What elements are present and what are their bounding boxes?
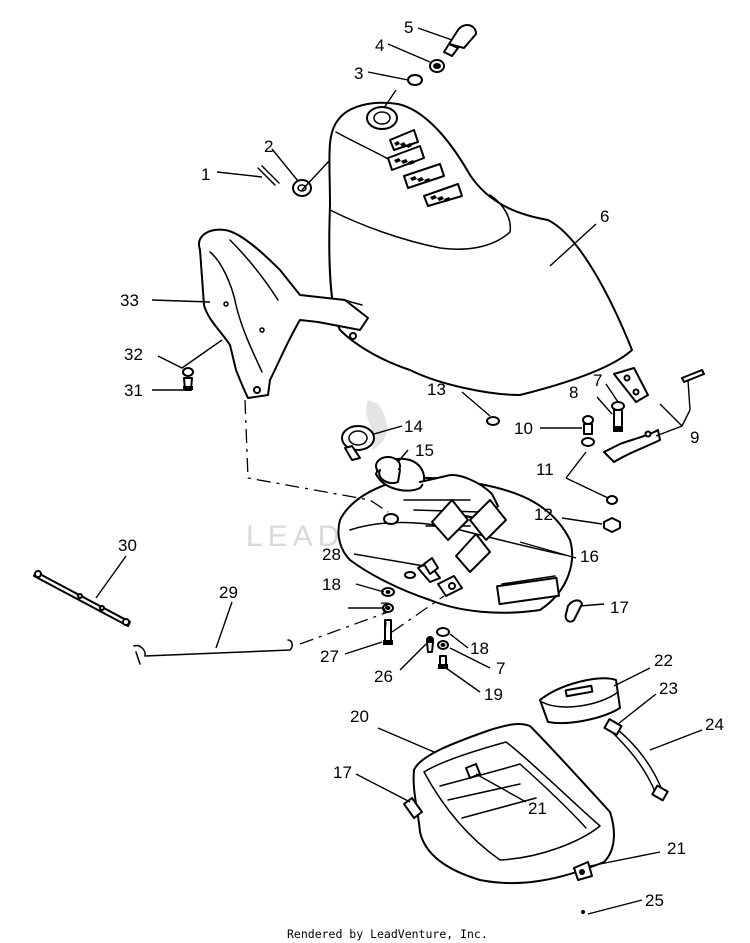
bumper-13[interactable] [486, 416, 500, 426]
callout-32: 32 [124, 345, 143, 364]
cable-23-24[interactable] [603, 718, 669, 802]
callout-12: 12 [534, 505, 553, 524]
callout-19: 19 [484, 685, 503, 704]
callout-31: 31 [124, 381, 143, 400]
hinge-bracket-9[interactable] [581, 367, 705, 533]
callout-3: 3 [354, 64, 363, 83]
callout-22: 22 [654, 651, 673, 670]
battery-22[interactable] [539, 677, 621, 724]
callout-6: 6 [600, 207, 609, 226]
callout-2: 2 [264, 137, 273, 156]
callout-21-outer: 21 [667, 839, 686, 858]
callout-5: 5 [404, 18, 413, 37]
rod-29[interactable] [133, 639, 293, 665]
callout-25: 25 [645, 891, 664, 910]
callout-14: 14 [404, 417, 423, 436]
rod-30[interactable] [33, 570, 131, 627]
drain-25[interactable] [581, 910, 585, 914]
cap-parts[interactable] [407, 24, 477, 86]
callout-23: 23 [659, 679, 678, 698]
washer-3 [407, 74, 423, 86]
callout-8: 8 [569, 383, 578, 402]
callout-24: 24 [705, 715, 724, 734]
callout-1: 1 [201, 165, 210, 184]
callout-10: 10 [514, 419, 533, 438]
battery-box-20[interactable] [412, 722, 615, 885]
callout-17-hose: 17 [610, 598, 629, 617]
callout-17-strap: 17 [333, 763, 352, 782]
bolt-31-washer-32[interactable] [182, 367, 194, 391]
credit-text: Rendered by LeadVenture, Inc. [287, 927, 488, 941]
callout-7-bracket: 7 [593, 371, 602, 390]
hose-17-upper[interactable] [564, 599, 583, 623]
callout-4: 4 [375, 36, 384, 55]
assembly-lines [244, 399, 445, 651]
callout-33: 33 [120, 291, 139, 310]
callout-7-tank: 7 [380, 599, 389, 618]
bracket-33[interactable] [198, 228, 369, 399]
callout-9: 9 [690, 428, 699, 447]
callout-29: 29 [219, 583, 238, 602]
callout-21-inner: 21 [528, 799, 547, 818]
callout-labels: 1 2 3 4 5 6 7 7 7 8 9 10 11 12 13 14 15 … [118, 18, 724, 910]
key-5 [448, 24, 477, 49]
callout-20: 20 [350, 707, 369, 726]
callout-15: 15 [415, 441, 434, 460]
callout-18-lower: 18 [470, 639, 489, 658]
filler-neck-14-15[interactable] [341, 425, 401, 484]
strap-17-lower[interactable] [403, 797, 423, 819]
callout-26: 26 [374, 667, 393, 686]
clamp-28[interactable] [423, 557, 439, 575]
callout-28: 28 [322, 545, 341, 564]
callout-30: 30 [118, 536, 137, 555]
callout-7-lower: 7 [496, 659, 505, 678]
seat-assembly[interactable] [328, 101, 633, 396]
callout-27: 27 [320, 647, 339, 666]
callout-16: 16 [580, 547, 599, 566]
leader-lines [95, 27, 703, 915]
callout-13: 13 [427, 380, 446, 399]
callout-18-upper: 18 [322, 575, 341, 594]
callout-11: 11 [536, 460, 554, 479]
pin-and-washer[interactable] [257, 165, 312, 197]
